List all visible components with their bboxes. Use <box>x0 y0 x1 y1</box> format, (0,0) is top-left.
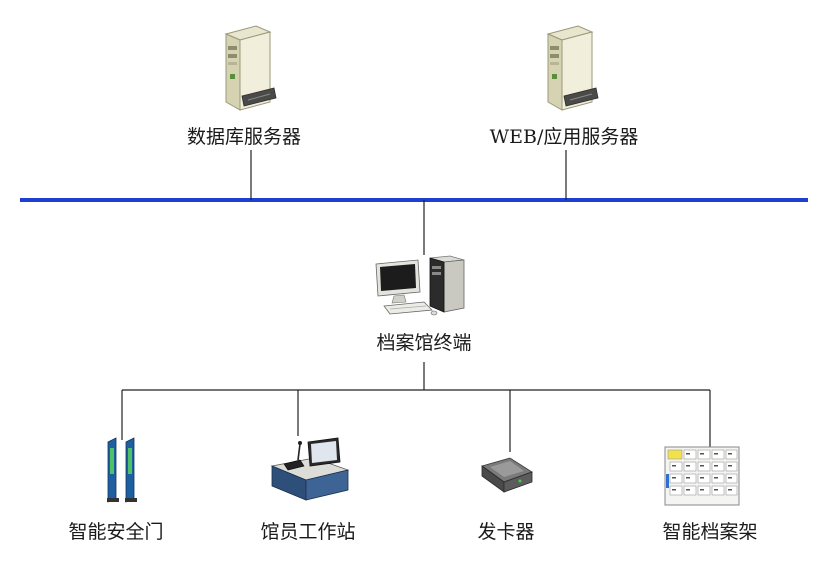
security-gate-label: 智能安全门 <box>68 521 164 543</box>
card-issuer-label: 发卡器 <box>477 521 535 543</box>
workstation-label: 馆员工作站 <box>260 521 356 543</box>
server-icon <box>224 25 277 111</box>
server-icon <box>546 25 599 111</box>
card-issuer-icon <box>481 457 533 493</box>
web-server-label: WEB/应用服务器 <box>489 126 639 148</box>
db-server-label: 数据库服务器 <box>186 126 302 148</box>
archive-shelf-label: 智能档案架 <box>662 521 758 543</box>
desktop-computer-icon <box>375 255 465 316</box>
terminal-label: 档案馆终端 <box>376 332 472 354</box>
archive-shelf-icon <box>664 446 740 506</box>
workstation-icon <box>270 437 350 501</box>
security-gate-icon <box>107 437 137 503</box>
